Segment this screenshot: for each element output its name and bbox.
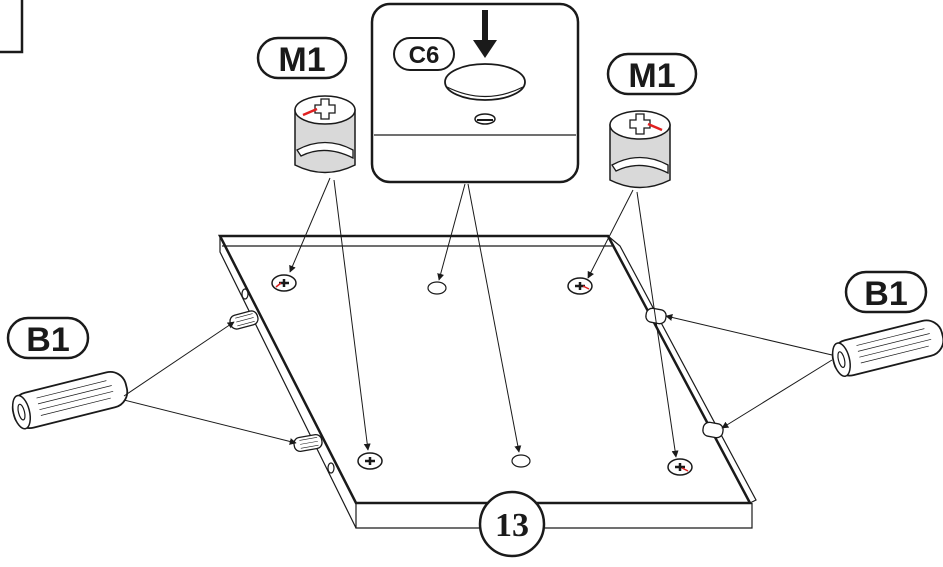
cam-lock-icon [294, 95, 356, 174]
cap-detail-box [370, 2, 580, 184]
dowel-inserted-icon [702, 421, 724, 439]
dowel-icon [11, 370, 129, 430]
step-number: 13 [495, 507, 529, 544]
leader-arrows [123, 177, 833, 458]
dowel-icon [831, 319, 943, 377]
cam-lock-seat-icon [667, 458, 693, 476]
dowel-left-badge: B1 [6, 316, 90, 360]
panel [217, 234, 757, 529]
panel-hole-bottom [511, 454, 531, 468]
panel-hole-top [427, 281, 447, 295]
cam-lock-seat-icon [357, 452, 383, 470]
cam-lock-seat-icon [271, 274, 297, 292]
dowel-inserted-icon [293, 433, 323, 453]
cam-lock-left-badge: M1 [256, 36, 348, 80]
cam-lock-left-label: M1 [278, 41, 325, 79]
cap-label: C6 [409, 42, 440, 69]
dowel-right-label: B1 [864, 275, 907, 313]
cam-lock-right-label: M1 [628, 57, 675, 95]
cam-lock-right-badge: M1 [606, 52, 698, 96]
cam-lock-seat-icon [567, 277, 593, 295]
cam-lock-icon [609, 110, 671, 189]
corner-frame-fragment [0, 0, 24, 54]
cap-label-badge: C6 [393, 37, 455, 71]
dowel-right-badge: B1 [844, 270, 928, 314]
dowel-inserted-icon [229, 310, 259, 330]
step-number-badge: 13 [478, 490, 546, 558]
dowel-left-label: B1 [26, 321, 69, 359]
